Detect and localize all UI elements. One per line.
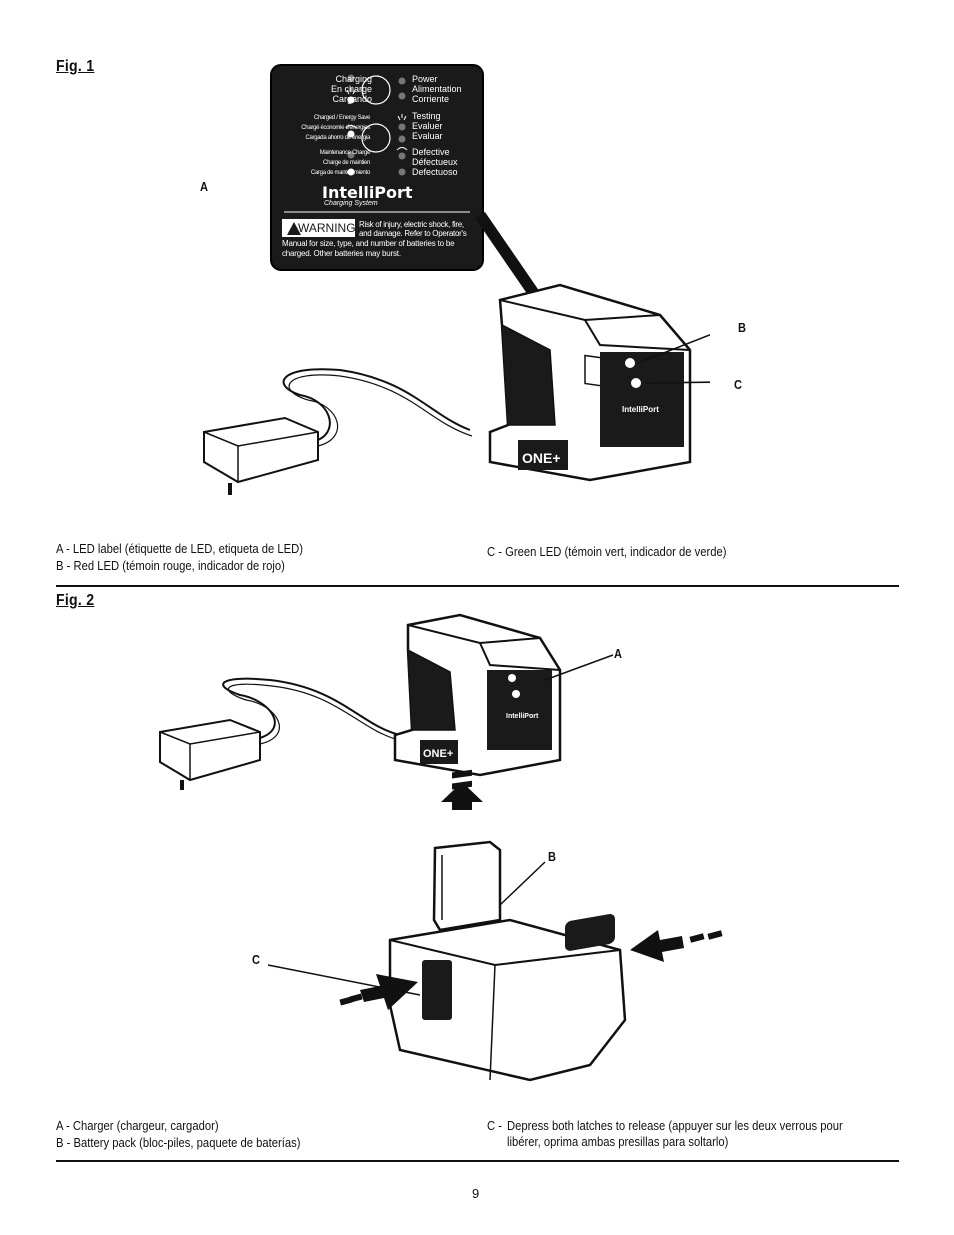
label-maintenance-es: Carga de mantenimiento [310, 170, 370, 176]
fig1-charger-illustration: IntelliPort ONE+ [203, 212, 710, 495]
fig2-caption-a: A - Charger (chargeur, cargador) [56, 1119, 219, 1133]
svg-text:ONE+: ONE+ [522, 450, 561, 466]
warning-line-1: Risk of injury, electric shock, fire, [359, 220, 464, 229]
label-left-row2: Charged / Energy Save Chargé économie d'… [276, 113, 370, 143]
label-testing-es: Evaluar [412, 131, 443, 141]
label-defective-fr: Défectueux [412, 157, 458, 167]
label-charging-es: Cargando [332, 94, 372, 104]
label-power-fr: Alimentation [412, 84, 462, 94]
label-maintenance-fr: Charge de maintien [323, 160, 370, 166]
page-number: 9 [472, 1186, 480, 1201]
warning-text-bottom: Manual for size, type, and number of bat… [282, 239, 455, 259]
fig1-callout-b: B [738, 320, 746, 335]
svg-text:IntelliPort: IntelliPort [506, 713, 539, 720]
fig2-caption-c-line1: Depress both latches to release (appuyer… [507, 1119, 843, 1133]
label-defective-en: Defective [412, 147, 450, 157]
label-power-en: Power [412, 74, 438, 84]
intelliport-brand: IntelliPort [322, 183, 413, 202]
section-divider-1 [56, 585, 899, 587]
label-maintenance-en: Maintenance Charge [319, 150, 371, 156]
label-testing-fr: Evaluer [412, 121, 443, 131]
warning-line-2: and damage. Refer to Operator's [359, 229, 467, 238]
warning-line-3: Manual for size, type, and number of bat… [282, 239, 455, 248]
fig2-title: Fig. 2 [56, 592, 95, 609]
led-label-illustration [270, 64, 484, 271]
warning-word: WARNING [298, 221, 356, 235]
fig2-callout-c: C [252, 952, 260, 967]
label-defective-es: Defectuoso [412, 167, 458, 177]
charging-system-text: Charging System [324, 200, 378, 207]
fig1-caption-a: A - LED label (étiquette de LED, etiquet… [56, 542, 304, 556]
warning-line-4: charged. Other batteries may burst. [282, 249, 401, 258]
svg-text:ONE+: ONE+ [423, 748, 453, 760]
warning-text-top: Risk of injury, electric shock, fire, an… [359, 220, 467, 238]
section-divider-2 [56, 1160, 899, 1162]
label-charged-fr: Chargé économie d'énergies [301, 125, 370, 131]
fig1-callout-a: A [200, 179, 208, 194]
label-right-row1: Power Alimentation Corriente [412, 74, 462, 104]
fig1-caption-b: B - Red LED (témoin rouge, indicador de … [56, 559, 285, 573]
fig2-caption-c-line2: libérer, oprima ambas presillas para sol… [507, 1135, 729, 1149]
fig2-charger-battery-illustration: IntelliPort ONE+ [159, 613, 723, 1082]
fig1-callout-c: C [734, 377, 742, 392]
fig2-callout-b: B [548, 849, 556, 864]
fig1-title: Fig. 1 [56, 58, 95, 75]
label-charging-en: Charging [335, 74, 372, 84]
fig1-caption-c: C - Green LED (témoin vert, indicador de… [487, 545, 727, 559]
label-left-row3: Maintenance Charge Charge de maintien Ca… [276, 148, 370, 178]
label-testing-en: Testing [412, 111, 441, 121]
label-charging-fr: En charge [330, 84, 372, 94]
label-right-row3: Defective Défectueux Defectuoso [412, 147, 458, 177]
fig2-caption-c-prefix: C - [487, 1119, 503, 1133]
fig2-caption-b: B - Battery pack (bloc-piles, paquete de… [56, 1136, 301, 1150]
label-right-row2: Testing Evaluer Evaluar [412, 111, 443, 141]
label-left-row1: Charging En charge Cargando [282, 74, 372, 104]
label-charged-en: Charged / Energy Save [313, 115, 370, 121]
label-charged-es: Cargada ahorro de energia [305, 135, 370, 141]
label-power-es: Corriente [412, 94, 450, 104]
fig2-callout-a: A [614, 646, 622, 661]
svg-text:IntelliPort: IntelliPort [622, 405, 659, 414]
